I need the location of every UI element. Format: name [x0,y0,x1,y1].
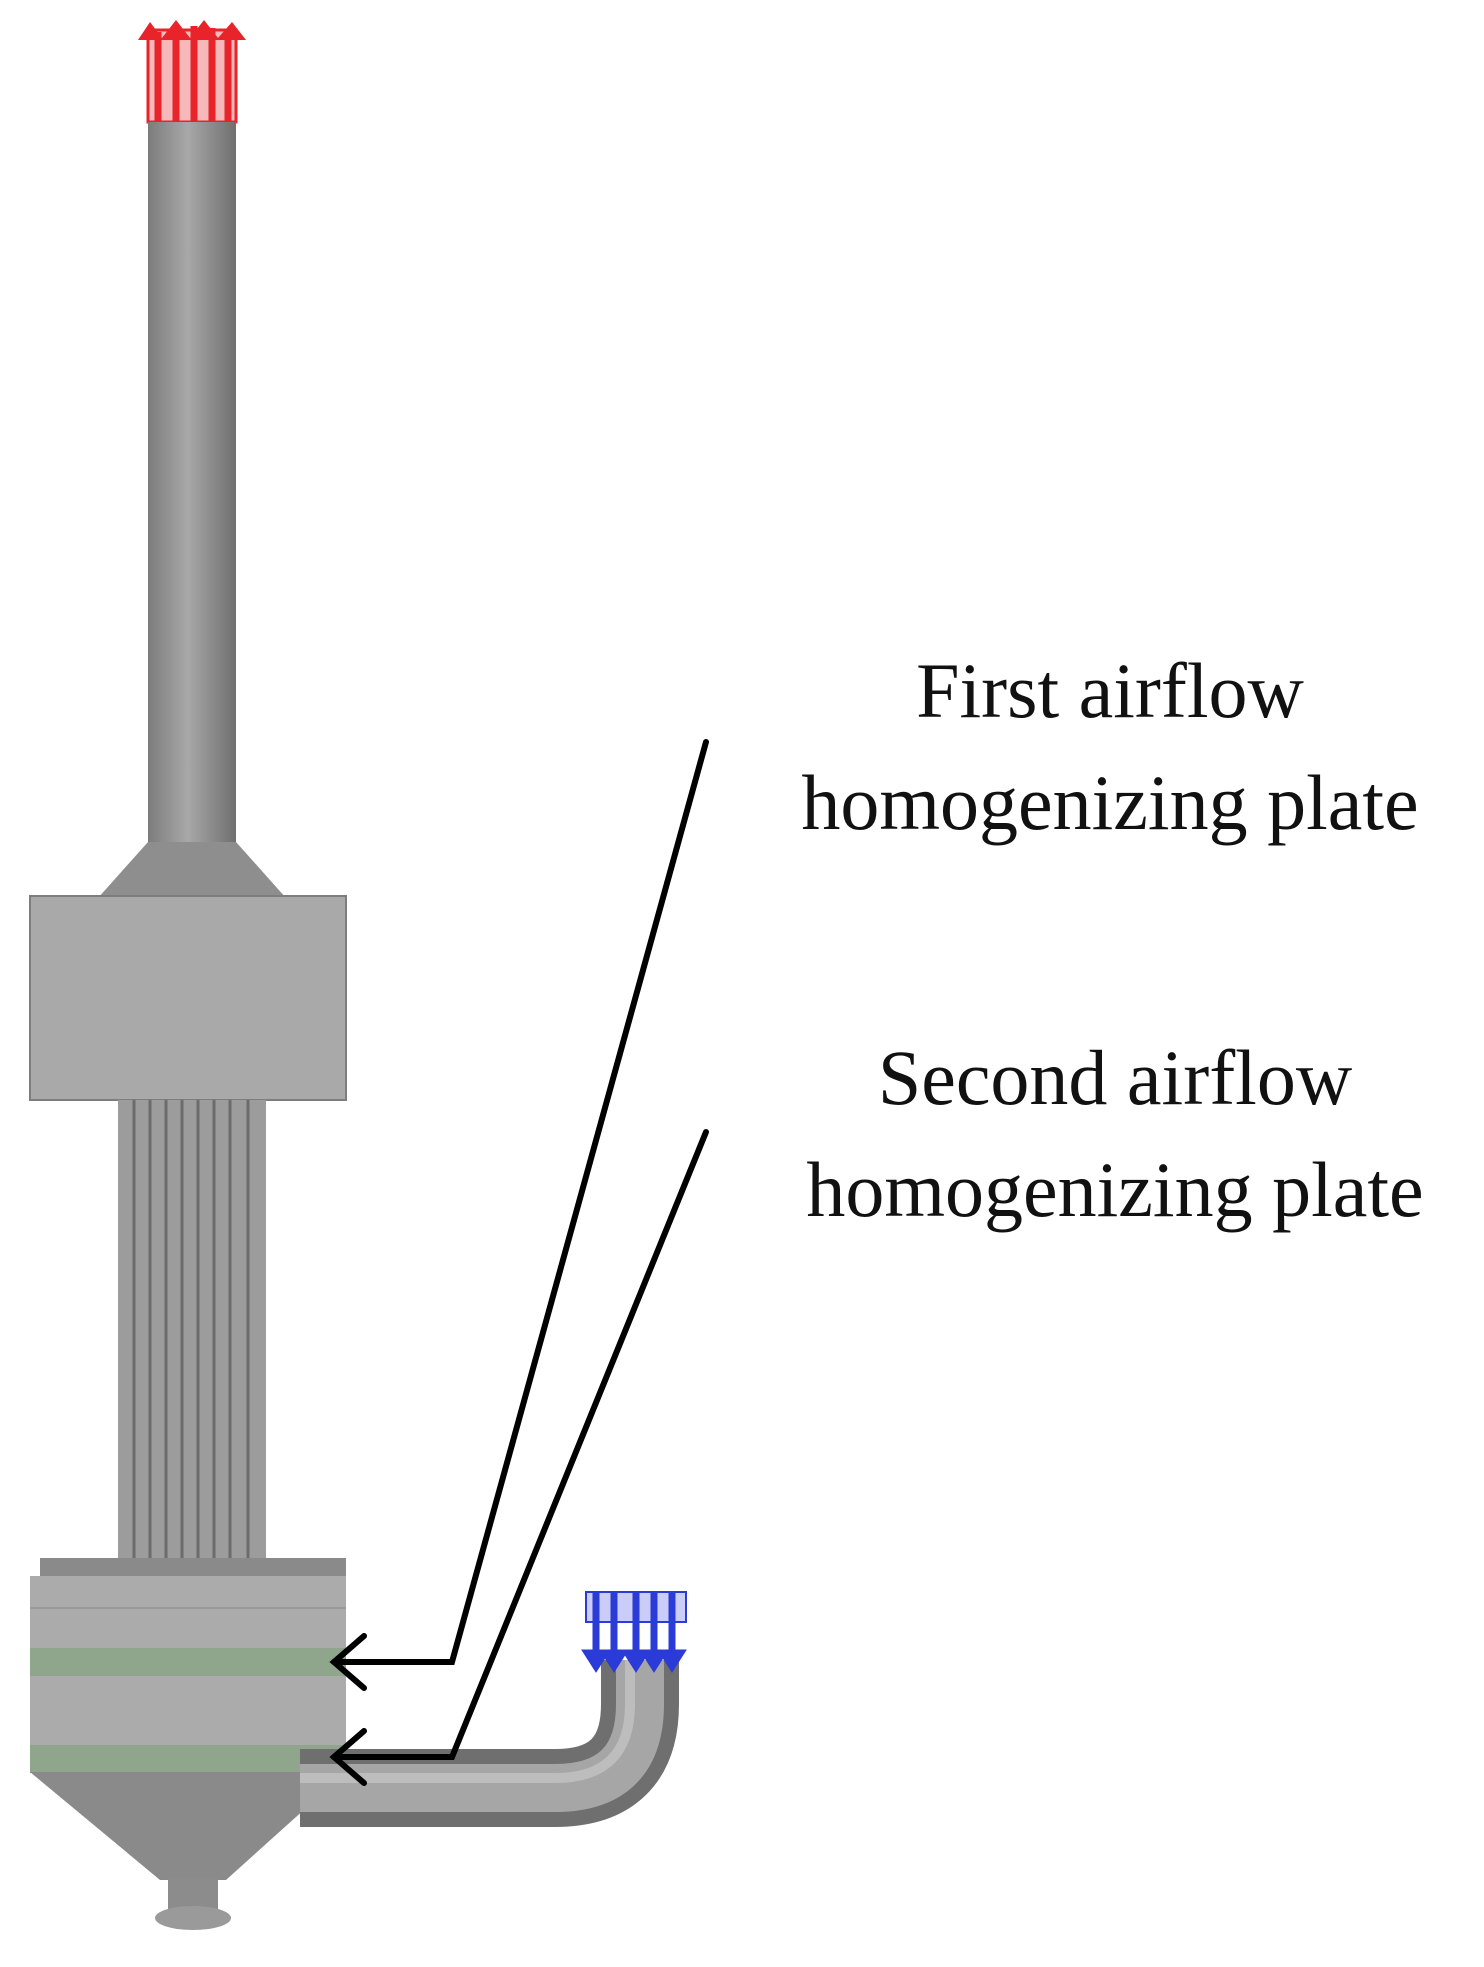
first-plate-leader [329,739,709,1691]
outlet-flow-arrows [138,20,246,124]
upper-box [29,895,347,1101]
upper-cone [98,842,286,898]
tube-bundle [118,1100,266,1560]
chimney-pipe [148,122,236,844]
second-homogenizing-plate [30,1745,346,1773]
first-plate-label: First airflow homogenizing plate [760,635,1460,859]
first-plate-label-line-1: First airflow [916,647,1304,734]
drain-pipe [168,1878,218,1910]
first-homogenizing-plate [30,1648,346,1676]
second-plate-label: Second airflow homogenizing plate [765,1022,1465,1246]
second-plate-leader [329,1129,709,1786]
inlet-flow-arrows [581,1591,687,1673]
drain-outlet [155,1906,231,1930]
second-plate-label-line-2: homogenizing plate [806,1146,1424,1233]
lower-cone [30,1772,346,1880]
inlet-elbow-pipe [300,1660,679,1827]
second-plate-label-line-1: Second airflow [877,1034,1353,1121]
first-plate-label-line-2: homogenizing plate [801,759,1419,846]
